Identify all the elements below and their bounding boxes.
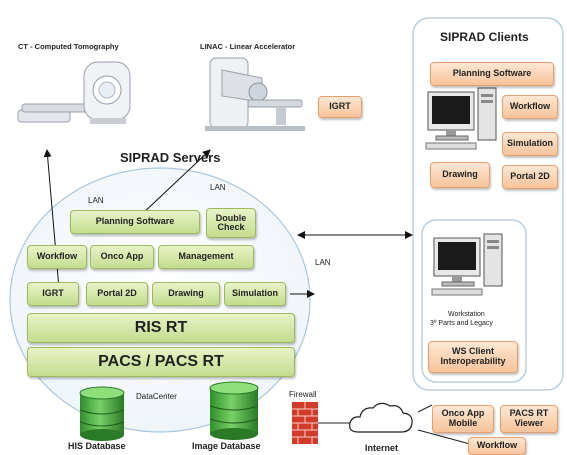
his-database-icon xyxy=(79,386,125,441)
lan-label-2: LAN xyxy=(210,183,226,192)
linac-label: LINAC - Linear Accelerator xyxy=(200,42,296,51)
server-onco-app: Onco App xyxy=(90,245,154,269)
lan-label-1: LAN xyxy=(88,196,104,205)
image-database-label: Image Database xyxy=(192,441,261,451)
server-igrt: IGRT xyxy=(27,282,79,306)
mobile-workflow: Workflow xyxy=(468,437,526,455)
linac-arrow xyxy=(139,149,211,217)
ws-client-interoperability: WS Client Interoperability xyxy=(428,341,518,373)
ct-scanner-image xyxy=(17,61,131,124)
pacs-rt-bar: PACS / PACS RT xyxy=(27,347,295,377)
client-computer-icon xyxy=(425,87,497,150)
ris-rt-bar: RIS RT xyxy=(27,313,295,343)
server-planning-software: Planning Software xyxy=(70,210,200,234)
internet-label: Internet xyxy=(365,443,399,453)
client-simulation: Simulation xyxy=(502,132,558,156)
his-database-label: HIS Database xyxy=(68,441,126,451)
clients-title: SIPRAD Clients xyxy=(440,30,529,44)
client-workflow: Workflow xyxy=(502,95,558,119)
linac-image xyxy=(205,57,305,131)
server-workflow: Workflow xyxy=(27,245,87,269)
internet-workflow-link xyxy=(417,429,471,445)
firewall-icon xyxy=(292,402,318,444)
server-management: Management xyxy=(158,245,254,269)
firewall-label: Firewall xyxy=(289,390,317,399)
server-portal-2d: Portal 2D xyxy=(86,282,148,306)
client-planning-software: Planning Software xyxy=(430,62,554,86)
image-database-icon xyxy=(209,381,259,440)
client-portal-2d: Portal 2D xyxy=(502,165,558,189)
ct-arrow xyxy=(43,149,61,301)
workstation-label: Workstation xyxy=(448,311,485,318)
datacenter-label: DataCenter xyxy=(136,392,177,401)
lan-label-3: LAN xyxy=(315,258,331,267)
internet-mobile-link xyxy=(417,404,433,413)
ct-label: CT - Computed Tomography xyxy=(18,42,119,51)
workstation-sublabel: 3º Parts and Legacy xyxy=(430,320,493,327)
internet-cloud-icon xyxy=(349,402,413,433)
server-double-check: Double Check xyxy=(206,208,256,238)
pacs-rt-viewer: PACS RT Viewer xyxy=(500,405,558,433)
servers-title: SIPRAD Servers xyxy=(120,150,221,165)
workstation-computer-icon xyxy=(431,233,503,296)
server-simulation: Simulation xyxy=(224,282,286,306)
client-drawing: Drawing xyxy=(430,162,490,188)
onco-app-mobile: Onco App Mobile xyxy=(432,405,494,433)
server-drawing: Drawing xyxy=(152,282,220,306)
igrt-device-box: IGRT xyxy=(318,96,362,118)
